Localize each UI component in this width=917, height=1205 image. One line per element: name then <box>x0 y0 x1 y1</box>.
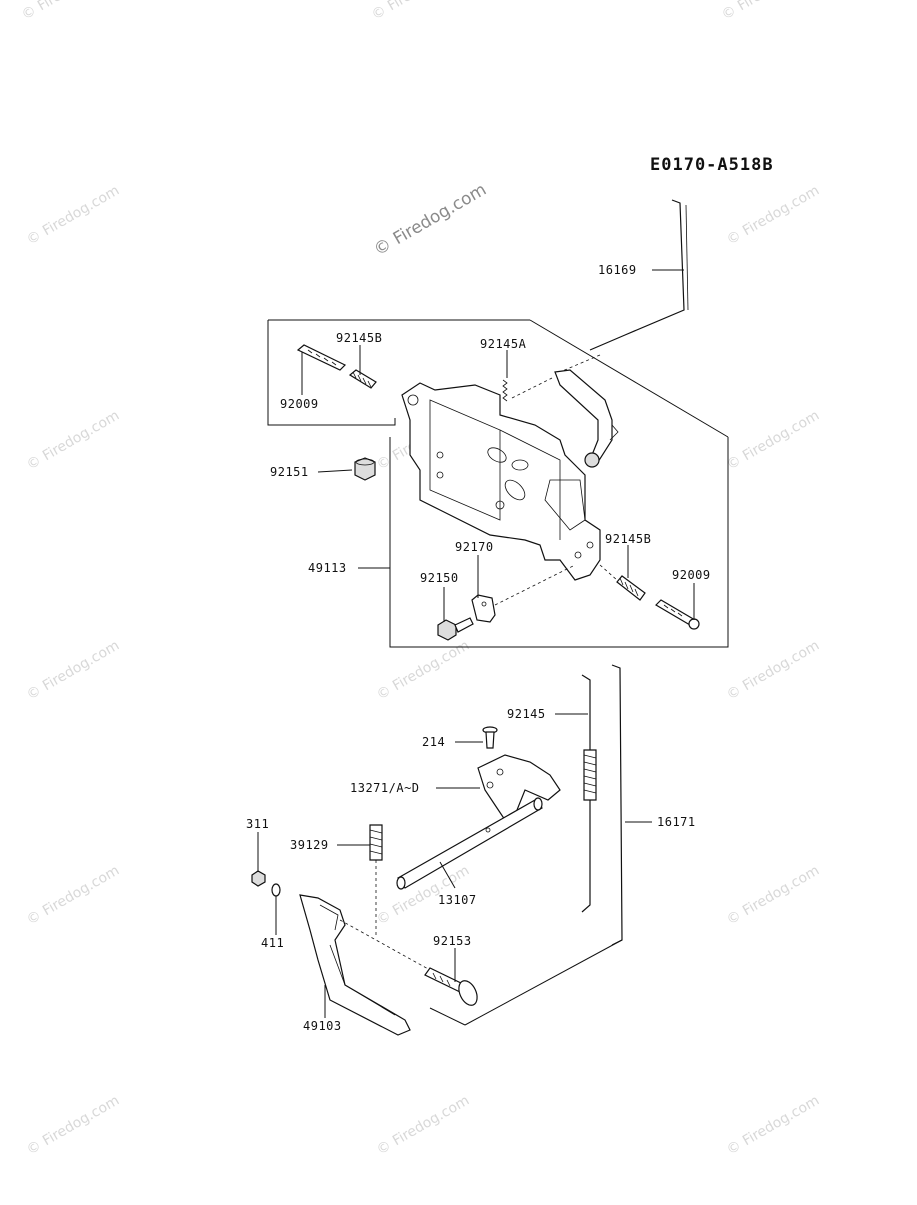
watermark-tile: © Firedog.com <box>19 0 117 23</box>
watermark-tile: © Firedog.com <box>24 408 122 474</box>
label-92145B-top: 92145B <box>336 331 382 345</box>
spring-92145B-bottom <box>599 564 646 601</box>
part-labels: 16169 92145B 92145A 92009 92151 92170 92… <box>246 263 711 1033</box>
label-16169: 16169 <box>598 263 637 277</box>
bolt-92009-bottom <box>655 599 700 630</box>
label-13271: 13271/A~D <box>350 781 420 795</box>
bolt-92150 <box>437 617 474 641</box>
label-92145: 92145 <box>507 707 546 721</box>
watermark-tile: © Firedog.com <box>724 863 822 929</box>
rod-16169 <box>559 199 689 373</box>
label-92009-top: 92009 <box>280 397 319 411</box>
label-49113: 49113 <box>308 561 347 575</box>
bracket-92170 <box>471 564 576 623</box>
diagram-code: E0170-A518B <box>650 155 774 175</box>
watermark-tile: © Firedog.com <box>24 1093 122 1159</box>
label-13107: 13107 <box>438 893 477 907</box>
watermark-tile: © Firedog.com <box>724 408 822 474</box>
label-92145B-bottom: 92145B <box>605 532 651 546</box>
watermark-tile: © Firedog.com <box>24 183 122 249</box>
label-92151: 92151 <box>270 465 309 479</box>
top-assembly-outline <box>267 319 729 648</box>
bolt-92153 <box>424 967 478 1006</box>
watermark-tile: © Firedog.com <box>724 638 822 704</box>
outline-right-bottom <box>389 437 729 648</box>
label-411: 411 <box>261 936 284 950</box>
watermark-tile: © Firedog.com <box>24 863 122 929</box>
watermark-tile: © Firedog.com <box>724 1093 822 1159</box>
watermark-tile: © Firedog.com <box>719 0 817 23</box>
plate-13271 <box>477 754 561 821</box>
watermark-tile: © Firedog.com <box>374 1093 472 1159</box>
outline-diagonal <box>529 319 729 438</box>
outline-left <box>267 320 396 426</box>
label-214: 214 <box>422 735 445 749</box>
shaft-13107 <box>396 797 543 890</box>
label-311: 311 <box>246 817 269 831</box>
label-92145A: 92145A <box>480 337 527 351</box>
nut-311 <box>251 870 266 887</box>
watermark-main: © Firedog.com <box>371 180 490 261</box>
spring-39129 <box>369 824 383 935</box>
label-92170: 92170 <box>455 540 494 554</box>
washer-411 <box>271 883 281 897</box>
label-92150: 92150 <box>420 571 459 585</box>
label-92153: 92153 <box>433 934 472 948</box>
label-16171: 16171 <box>657 815 696 829</box>
watermark-tile: © Firedog.com <box>24 638 122 704</box>
bolt-92009-top <box>296 344 347 371</box>
spring-92145B-top <box>348 369 377 389</box>
leader-lines <box>257 269 695 1018</box>
spring-92145A <box>502 377 553 402</box>
rod-16171 <box>429 664 623 1026</box>
watermark-tile: © Firedog.com <box>369 0 467 23</box>
watermark-tile: © Firedog.com <box>724 183 822 249</box>
label-49103: 49103 <box>303 1019 342 1033</box>
label-92009-bottom: 92009 <box>672 568 711 582</box>
label-39129: 39129 <box>290 838 329 852</box>
spring-92145 <box>581 674 597 913</box>
control-plate-49113 <box>401 382 601 581</box>
nut-92151 <box>354 457 376 481</box>
lever-49103 <box>299 894 431 1036</box>
lever-arm <box>554 369 619 468</box>
screw-214 <box>482 726 498 749</box>
